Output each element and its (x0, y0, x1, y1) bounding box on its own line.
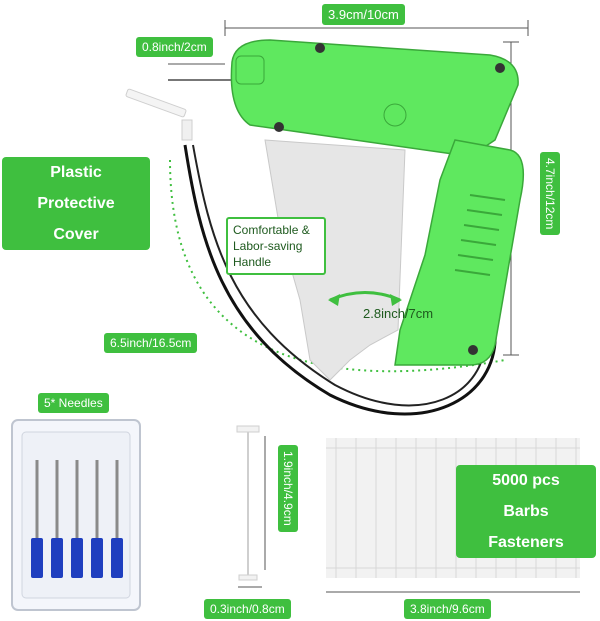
tagging-gun (230, 39, 525, 381)
screw (274, 122, 284, 132)
cover-card-line: Cover (53, 226, 99, 243)
gun-top-body (230, 39, 519, 156)
needle-case (11, 419, 141, 611)
height-label: 4.7inch/12cm (540, 152, 560, 236)
fasteners-card-line: 5000 pcs (492, 472, 560, 489)
handle-width-label: 2.8inch/7cm (363, 306, 434, 321)
needle-length-label: 0.8inch/2cm (136, 37, 213, 57)
width-label: 3.9cm/10cm (322, 4, 405, 25)
protective-cover (125, 88, 193, 141)
screw (468, 345, 478, 355)
cover-card: Plastic Protective Cover (2, 157, 150, 250)
logo-mark (383, 103, 407, 127)
screw (495, 63, 505, 73)
handle-desc-line: Handle (233, 255, 272, 270)
cover-card-line: Plastic (50, 164, 102, 181)
fasteners-card: 5000 pcs Barbs Fasteners (456, 465, 596, 558)
handle-desc-line: Comfortable & (233, 223, 310, 237)
cable-dimension-arc (169, 159, 506, 373)
needles (31, 460, 123, 578)
cover-card-line: Protective (37, 195, 115, 212)
barb-head-label: 0.3inch/0.8cm (204, 599, 291, 619)
fasteners-card-line: Barbs (503, 503, 549, 520)
handle-desc-line: Labor-saving (233, 239, 303, 254)
single-barb (236, 425, 260, 581)
gun-grip (394, 139, 525, 366)
screw (315, 43, 325, 53)
cable-length-label: 6.5inch/16.5cm (104, 333, 198, 353)
fasteners-card-line: Fasteners (488, 534, 564, 551)
fastener-width-label: 3.8inch/9.6cm (404, 599, 491, 619)
barb-length-label: 1.9inch/4.9cm (278, 445, 298, 532)
handle-description: Comfortable & Labor-saving Handle (226, 217, 326, 275)
lanyard-cord (183, 144, 497, 416)
needles-label: 5* Needles (38, 393, 109, 413)
